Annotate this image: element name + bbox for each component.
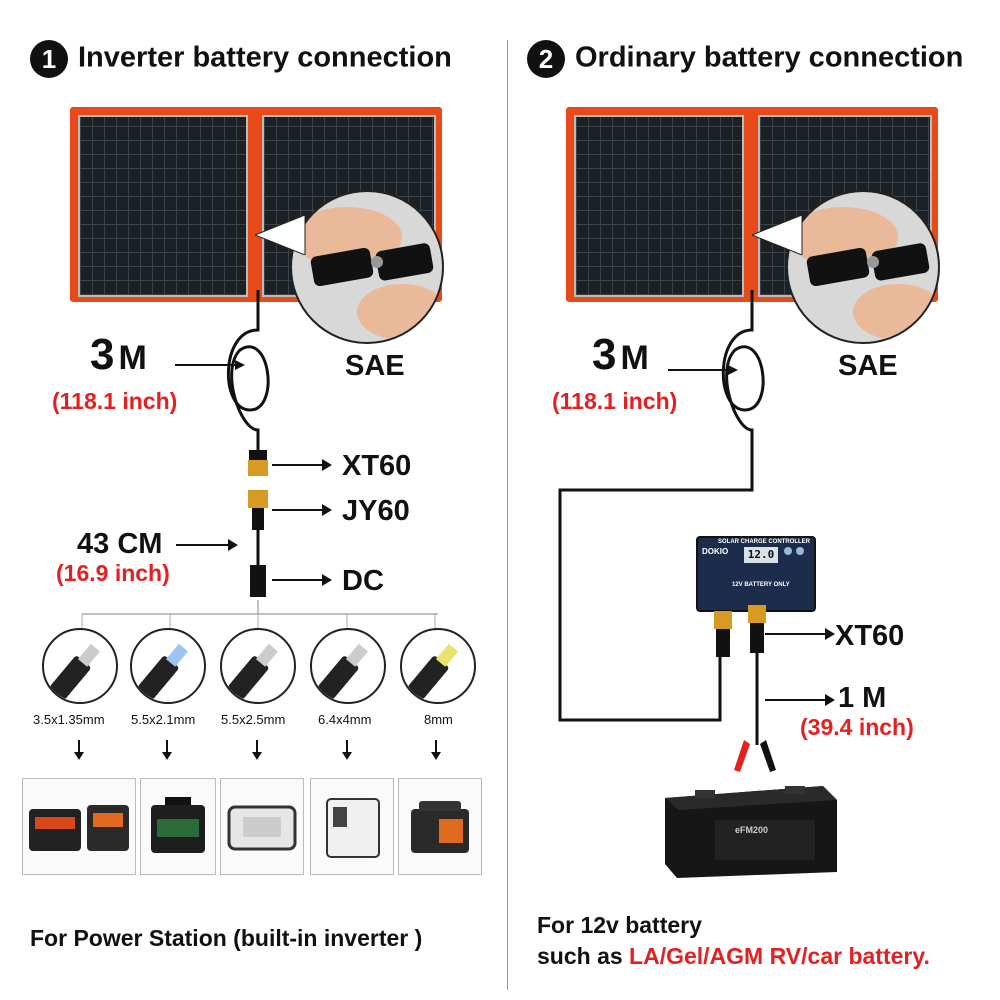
left-sae-label: SAE — [345, 350, 405, 382]
arrow-down-icon — [252, 740, 262, 760]
arrow-right-icon — [176, 539, 238, 551]
left-panel-cells-a — [78, 115, 248, 297]
controller-note: 12V BATTERY ONLY — [732, 582, 790, 588]
right-footer-line1: For 12v battery — [537, 912, 702, 938]
battery-brand: eFM200 — [735, 825, 769, 835]
right-title: 2 Ordinary battery connection — [527, 40, 963, 78]
center-divider — [507, 40, 508, 990]
left-cable2-length: 43 CM — [77, 528, 163, 560]
right-cable-inch: (118.1 inch) — [552, 388, 678, 414]
controller-header: SOLAR CHARGE CONTROLLER — [718, 539, 810, 545]
left-footer: For Power Station (built-in inverter ) — [30, 925, 423, 951]
controller-leads — [714, 605, 766, 745]
arrow-right-icon — [272, 459, 332, 471]
tip-label: 8mm — [424, 712, 453, 727]
right-cable3-length: 1 M — [838, 682, 887, 714]
left-jy60-label: JY60 — [342, 495, 410, 527]
right-title-text: Ordinary battery connection — [575, 41, 964, 74]
tip-label: 3.5x1.35mm — [33, 712, 105, 727]
charge-controller: SOLAR CHARGE CONTROLLER DOKIO 12.0 12V B… — [696, 536, 816, 612]
controller-button — [784, 547, 792, 555]
right-footer-highlight: LA/Gel/AGM RV/car battery. — [629, 943, 930, 969]
sae-connector-icon — [292, 207, 442, 340]
left-zoom-pointer — [255, 215, 306, 255]
step-2-badge: 2 — [527, 40, 565, 78]
left-cable2-inch: (16.9 inch) — [56, 560, 170, 586]
arrow-down-icon — [162, 740, 172, 760]
right-panel-cells-a — [574, 115, 744, 297]
arrow-right-icon — [272, 504, 332, 516]
left-dc-label: DC — [342, 565, 384, 597]
arrow-right-icon — [272, 574, 332, 586]
right-cable3-inch: (39.4 inch) — [800, 714, 914, 740]
plug-tip-icon — [42, 628, 118, 704]
plug-tip-icon — [400, 628, 476, 704]
left-sae-zoom — [290, 190, 444, 344]
arrow-right-icon — [175, 360, 245, 370]
left-cable-inch: (118.1 inch) — [52, 388, 178, 414]
plug-tip-icon — [310, 628, 386, 704]
controller-button — [796, 547, 804, 555]
left-title-text: Inverter battery connection — [78, 41, 452, 74]
tip-label: 5.5x2.5mm — [221, 712, 286, 727]
controller-brand: DOKIO — [702, 547, 729, 556]
tip-label: 5.5x2.1mm — [131, 712, 196, 727]
arrow-down-icon — [74, 740, 84, 760]
arrow-down-icon — [431, 740, 441, 760]
arrow-right-icon — [765, 628, 835, 640]
plug-tip-icon — [130, 628, 206, 704]
power-station-image — [220, 778, 304, 875]
power-station-image — [22, 778, 136, 875]
right-zoom-pointer — [752, 215, 803, 255]
right-sae-zoom — [786, 190, 940, 344]
power-station-image — [398, 778, 482, 875]
right-xt60-label: XT60 — [835, 620, 905, 652]
distribution-lines — [81, 600, 438, 630]
right-cable-drawing — [558, 290, 765, 722]
right-footer-prefix: such as — [537, 943, 630, 969]
arrow-down-icon — [342, 740, 352, 760]
arrow-right-icon — [668, 365, 738, 375]
arrow-right-icon — [765, 694, 835, 706]
right-footer-line2: such as LA/Gel/AGM RV/car battery. — [537, 943, 930, 970]
controller-display: 12.0 — [744, 547, 778, 563]
power-station-image — [310, 778, 394, 875]
step-1-badge: 1 — [30, 40, 68, 78]
plug-tip-icon — [220, 628, 296, 704]
right-sae-label: SAE — [838, 350, 898, 382]
tip-label: 6.4x4mm — [318, 712, 372, 727]
left-xt60-label: XT60 — [342, 450, 412, 482]
power-station-image — [140, 778, 216, 875]
battery-image — [665, 786, 837, 878]
left-title: 1 Inverter battery connection — [30, 40, 452, 78]
left-cable-drawing — [226, 290, 270, 597]
alligator-clip-icon — [734, 740, 776, 772]
